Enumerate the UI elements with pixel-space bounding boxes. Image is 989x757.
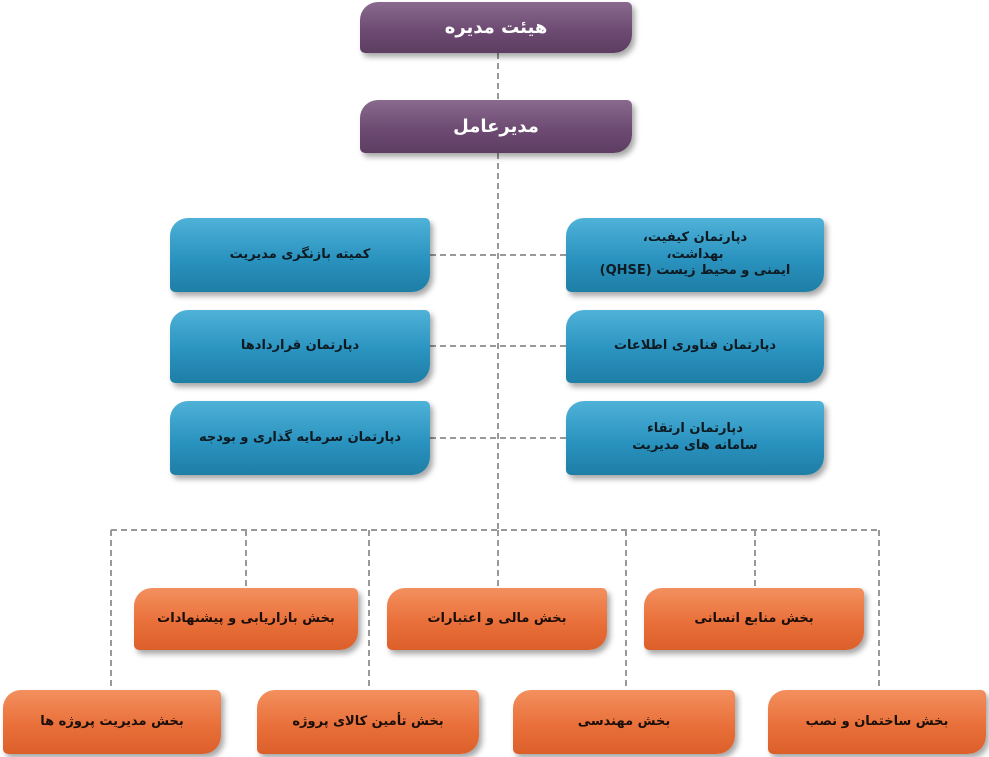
- dept-investment-budget: دپارتمان سرمایه گذاری و بودجه: [170, 401, 430, 475]
- dept-label-line-1: دپارتمان کیفیت،: [642, 229, 748, 245]
- dept-information-technology: دپارتمان فناوری اطلاعات: [566, 310, 824, 383]
- division-label: بخش تأمین کالای پروژه: [292, 713, 444, 729]
- division-label: بخش مالی و اعتبارات: [427, 610, 567, 626]
- division-marketing-proposals: بخش بازاریابی و پیشنهادات: [134, 588, 358, 650]
- ceo-box: مدیرعامل: [360, 100, 632, 153]
- dept-label-line-2: بهداشت،: [666, 246, 724, 262]
- dept-label: دپارتمان فناوری اطلاعات: [613, 338, 777, 354]
- dept-management-review-committee: کمیته بازنگری مدیریت: [170, 218, 430, 292]
- division-label: بخش مهندسی: [577, 713, 671, 729]
- board-label: هیئت مدیره: [444, 16, 548, 38]
- dept-label-line-2: سامانه های مدیریت: [632, 438, 758, 453]
- dept-label-line-3: ایمنی و محیط زیست (QHSE): [599, 263, 791, 279]
- dept-contracts: دپارتمان قراردادها: [170, 310, 430, 383]
- division-engineering: بخش مهندسی: [513, 690, 735, 754]
- division-label: بخش ساختمان و نصب: [805, 713, 949, 729]
- dept-label: دپارتمان سرمایه گذاری و بودجه: [198, 429, 402, 445]
- dept-label: دپارتمان قراردادها: [240, 338, 360, 354]
- dept-management-systems-improvement: دپارتمان ارتقاء سامانه های مدیریت: [566, 401, 824, 475]
- division-project-procurement: بخش تأمین کالای پروژه: [257, 690, 479, 754]
- division-construction-installation: بخش ساختمان و نصب: [768, 690, 986, 754]
- board-box: هیئت مدیره: [360, 2, 632, 53]
- dept-label: کمیته بازنگری مدیریت: [229, 246, 371, 262]
- division-label: بخش منابع انسانی: [694, 610, 814, 626]
- dept-label-line-1: دپارتمان ارتقاء: [647, 421, 743, 437]
- division-label: بخش بازاریابی و پیشنهادات: [157, 610, 335, 626]
- ceo-label: مدیرعامل: [453, 115, 539, 137]
- division-human-resources: بخش منابع انسانی: [644, 588, 864, 650]
- division-finance-credit: بخش مالی و اعتبارات: [387, 588, 607, 650]
- division-label: بخش مدیریت پروژه ها: [40, 713, 184, 729]
- division-project-management: بخش مدیریت پروژه ها: [3, 690, 221, 754]
- dept-qhse: دپارتمان کیفیت، بهداشت، ایمنی و محیط زیس…: [566, 218, 824, 292]
